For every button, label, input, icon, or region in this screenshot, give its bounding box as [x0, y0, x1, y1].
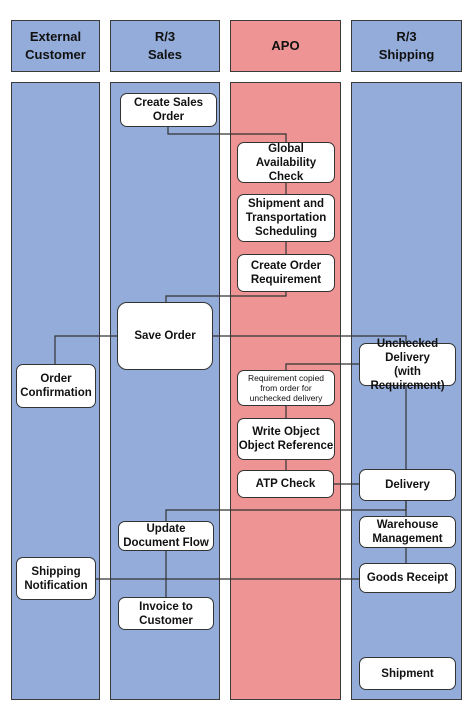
update-document-flow-box: Update Document Flow: [118, 521, 214, 551]
connector-unchecked-to-reqcopied: [285, 363, 360, 370]
unchecked-delivery-box: Unchecked Delivery (with Requirement): [359, 338, 456, 392]
invoice-to-customer-box: Invoice to Customer: [118, 597, 214, 630]
connector-create-to-gac: [167, 127, 287, 142]
atp-check-box: ATP Check: [237, 470, 334, 498]
shipment-box: Shipment: [359, 657, 456, 690]
save-order-box: Save Order: [117, 302, 213, 370]
lane-header-external-customer: External Customer: [11, 20, 100, 72]
write-object-reference-box: Write Object Object Reference: [237, 418, 335, 460]
shipment-transportation-scheduling-box: Shipment and Transportation Scheduling: [237, 194, 335, 242]
shipping-notification-box: Shipping Notification: [16, 557, 96, 600]
connector-save-to-unchecked: [213, 335, 407, 343]
connector-save-to-confirmation: [54, 335, 117, 364]
delivery-box: Delivery: [359, 469, 456, 501]
lane-header-r3-shipping: R/3 Shipping: [351, 20, 462, 72]
warehouse-management-box: Warehouse Management: [359, 516, 456, 548]
requirement-copied-box: Requirement copied from order for unchec…: [237, 370, 335, 406]
create-order-requirement-box: Create Order Requirement: [237, 254, 335, 292]
goods-receipt-box: Goods Receipt: [359, 563, 456, 593]
global-availability-check-box: Global Availability Check: [237, 142, 335, 183]
order-confirmation-box: Order Confirmation: [16, 364, 96, 408]
lane-header-r3-sales: R/3 Sales: [110, 20, 220, 72]
connector-create-req-to-save: [165, 292, 287, 302]
lane-header-apo: APO: [230, 20, 341, 72]
create-sales-order-box: Create Sales Order: [120, 93, 217, 127]
